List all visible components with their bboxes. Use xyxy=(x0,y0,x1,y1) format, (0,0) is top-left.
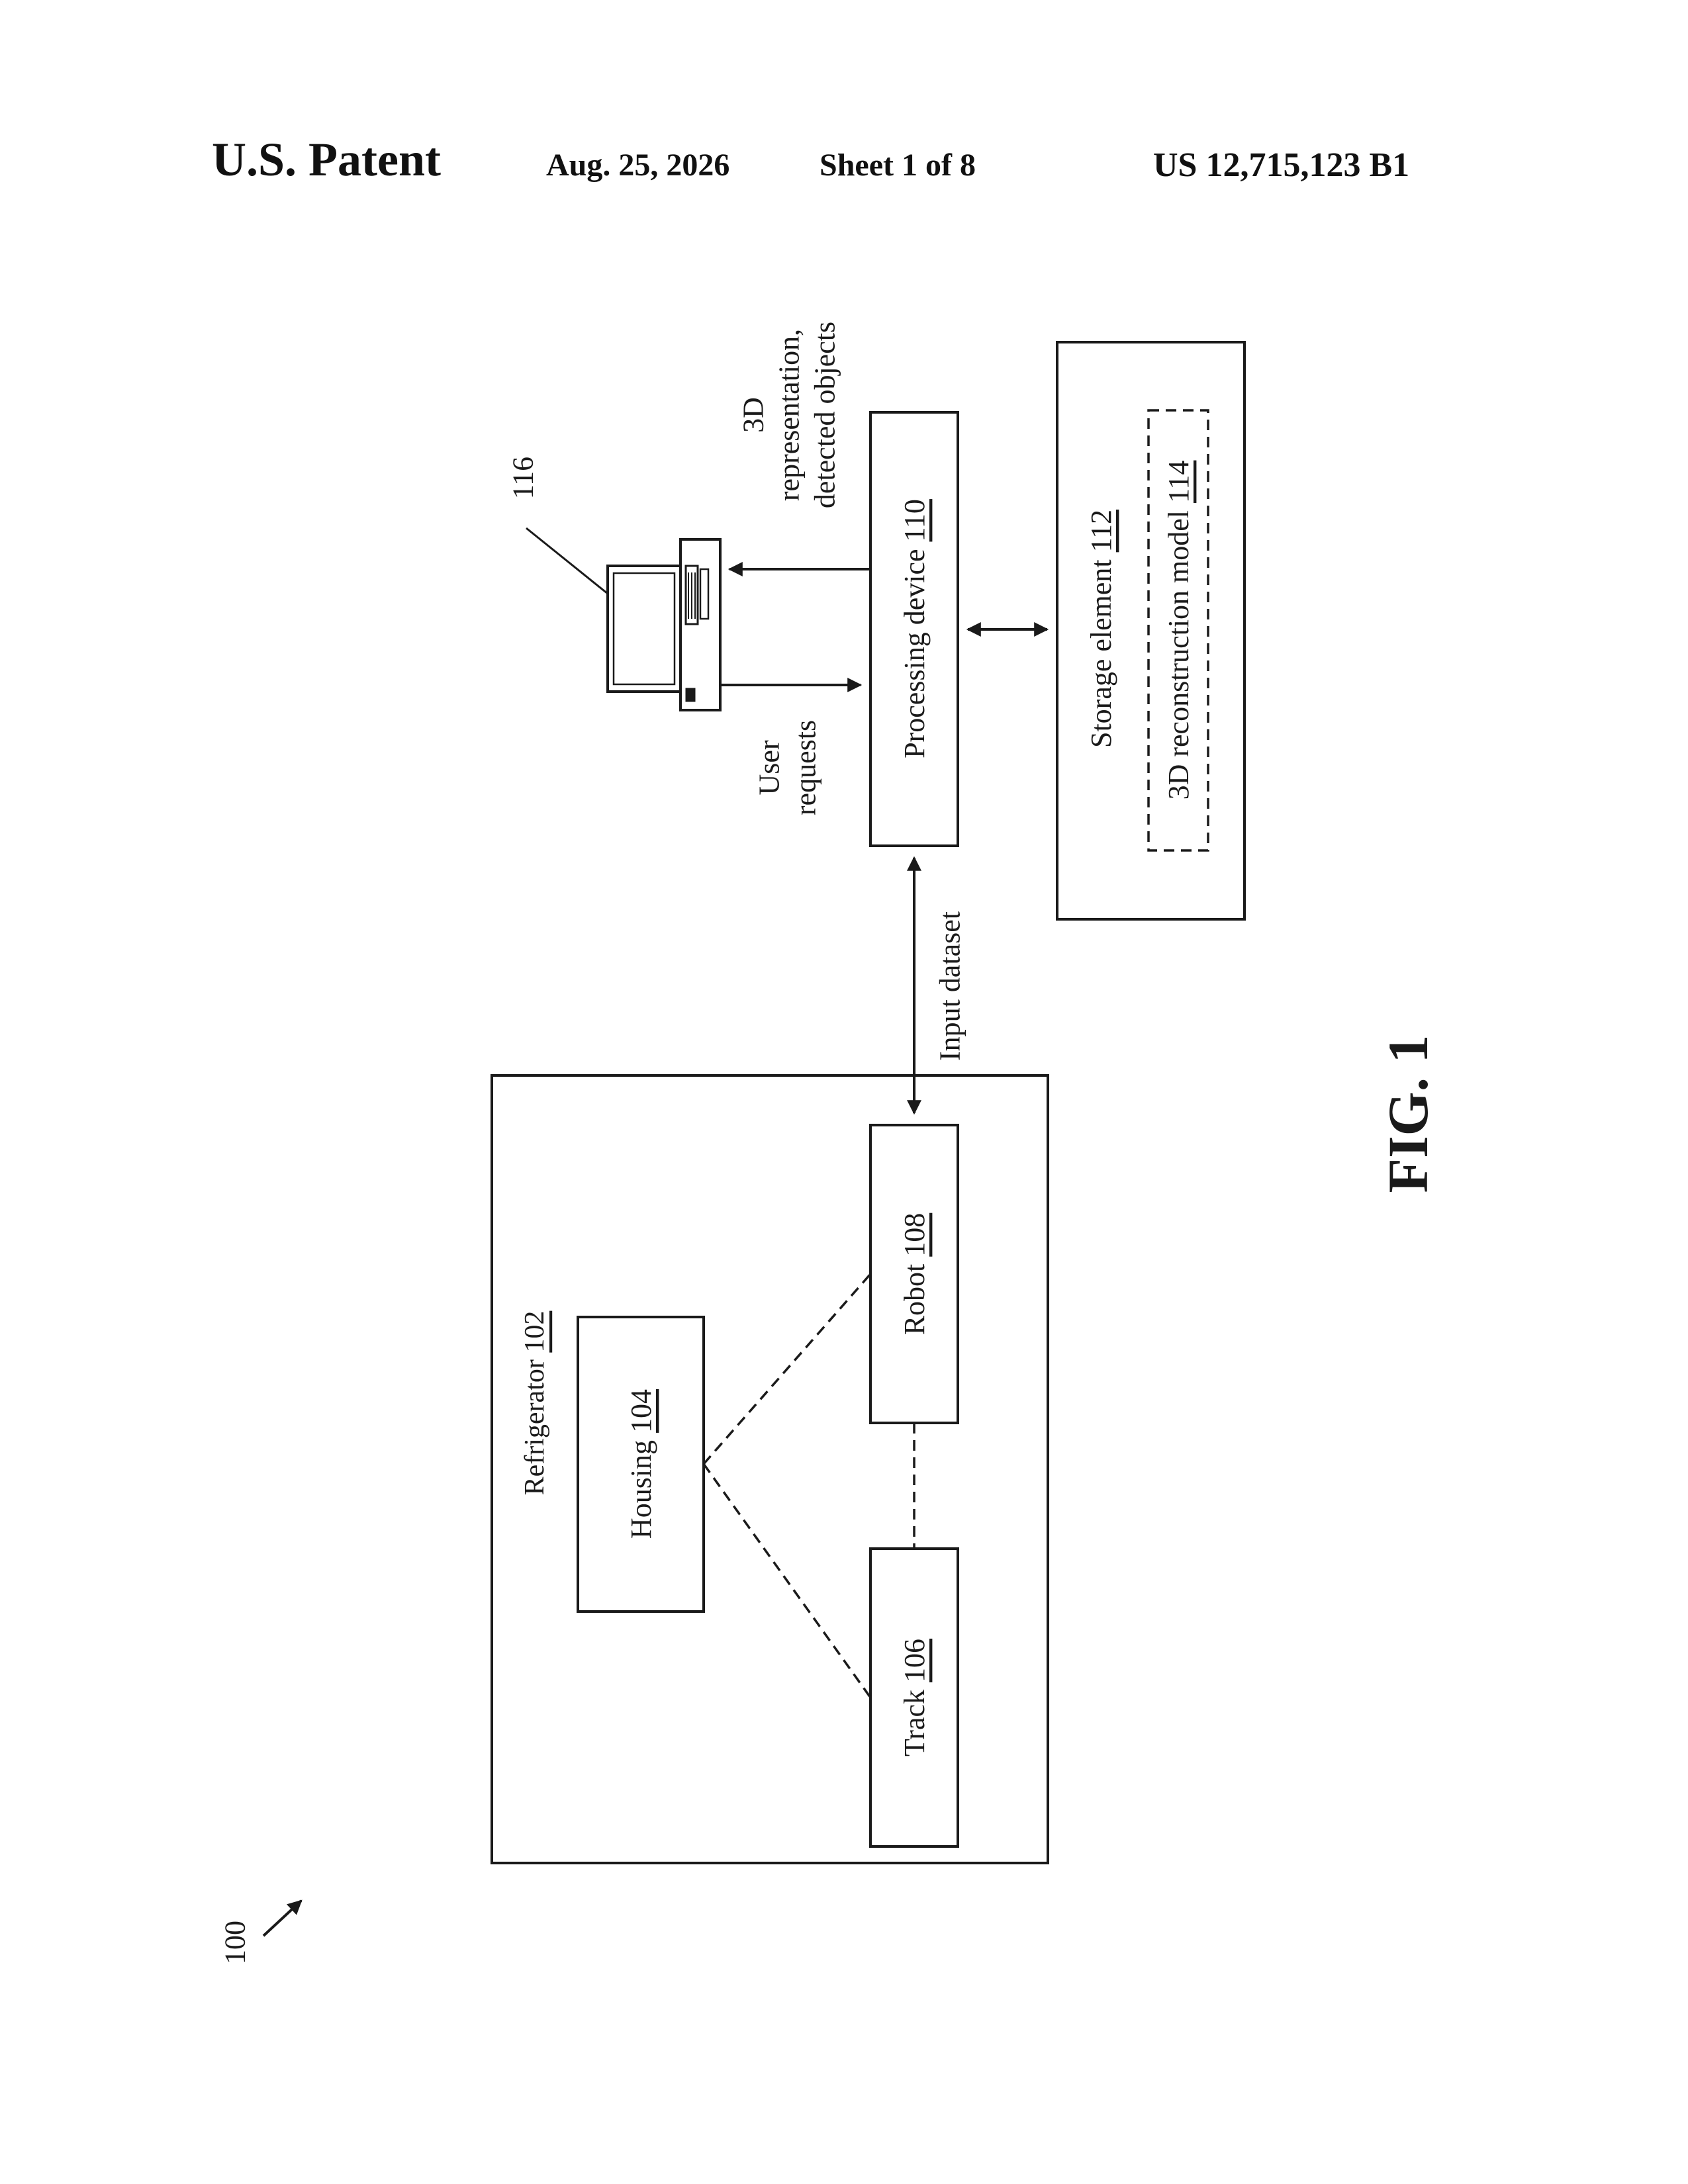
input-dataset-label: Input dataset xyxy=(934,911,966,1061)
robot-label: Robot 108 xyxy=(898,1213,931,1336)
housing-label: Housing 104 xyxy=(625,1389,657,1539)
track-label: Track 106 xyxy=(898,1639,931,1756)
refrigerator-label: Refrigerator 102 xyxy=(520,1311,550,1496)
svg-text:detected objects: detected objects xyxy=(809,322,841,508)
terminal-leader-line xyxy=(526,528,608,594)
reconstruction-model-label: 3D reconstruction model 114 xyxy=(1162,461,1195,800)
svg-text:3D: 3D xyxy=(737,397,770,433)
processing-device-label: Processing device 110 xyxy=(898,499,931,758)
computer-terminal-icon xyxy=(608,539,720,710)
housing-track-link xyxy=(704,1464,870,1698)
user-requests-label: User requests xyxy=(753,720,822,815)
figure-label: FIG. 1 xyxy=(1376,1035,1440,1193)
storage-element-label: Storage element 112 xyxy=(1085,510,1117,748)
output-label: 3D representation, detected objects xyxy=(737,322,841,508)
svg-text:User: User xyxy=(753,740,786,795)
system-reference-numeral: 100 xyxy=(219,1921,252,1964)
svg-text:requests: requests xyxy=(790,720,822,815)
terminal-reference-numeral: 116 xyxy=(507,457,539,499)
refrigerator-box xyxy=(492,1075,1048,1863)
housing-robot-link xyxy=(704,1274,870,1464)
system-ref-arrow xyxy=(263,1901,301,1936)
svg-text:representation,: representation, xyxy=(773,329,806,501)
